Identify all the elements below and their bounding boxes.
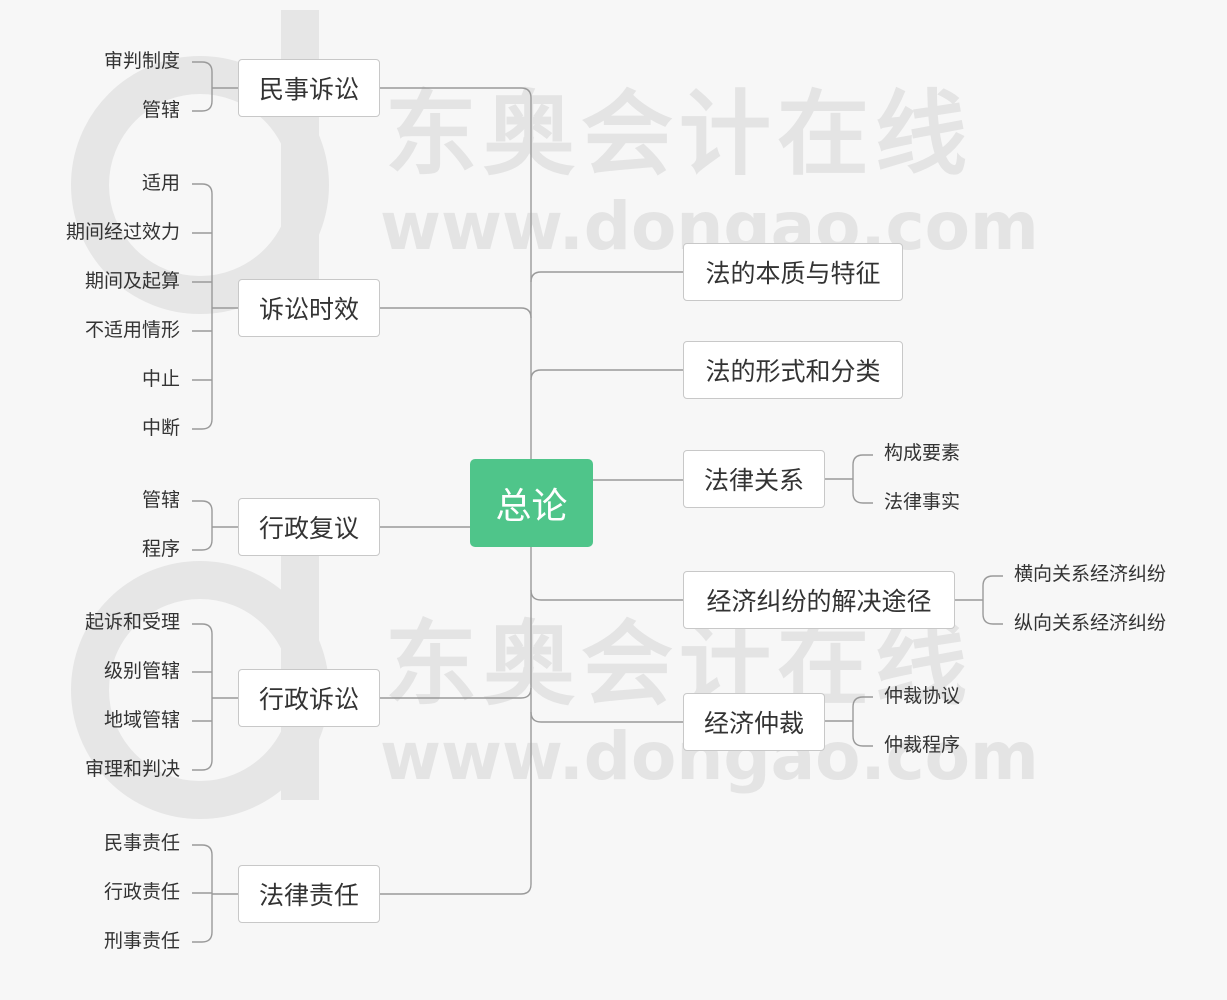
- node-xingzheng-fuyi[interactable]: 行政复议: [238, 498, 380, 556]
- node-falv-zeren[interactable]: 法律责任: [238, 865, 380, 923]
- bracket-jiufen: [982, 575, 1003, 625]
- link-xingshi: [530, 369, 683, 381]
- bracket-fuyi: [192, 500, 213, 551]
- leaf-xingzheng-0[interactable]: 起诉和受理: [84, 611, 180, 633]
- node-fa-xingshi[interactable]: 法的形式和分类: [683, 341, 903, 399]
- leaf-zeren-0[interactable]: 民事责任: [103, 832, 180, 854]
- link-minshi: [380, 87, 532, 99]
- node-jingji-jiufen[interactable]: 经济纠纷的解决途径: [683, 571, 955, 629]
- node-jingji-zhongcai[interactable]: 经济仲裁: [683, 693, 825, 751]
- leaf-shixiao-2[interactable]: 期间及起算: [84, 270, 180, 292]
- leaf-guanxi-0[interactable]: 构成要素: [884, 442, 961, 464]
- leaf-zhongcai-0[interactable]: 仲裁协议: [884, 685, 961, 707]
- node-fa-benzhi[interactable]: 法的本质与特征: [683, 243, 903, 301]
- node-minshi-susong[interactable]: 民事诉讼: [238, 59, 380, 117]
- node-xingzheng-susong[interactable]: 行政诉讼: [238, 669, 380, 727]
- link-zeren: [380, 883, 532, 895]
- bracket-shixiao: [192, 183, 213, 430]
- link-shixiao: [380, 307, 532, 319]
- leaf-fuyi-0[interactable]: 管辖: [141, 489, 180, 511]
- leaf-guanxi-1[interactable]: 法律事实: [884, 491, 961, 513]
- leaf-shixiao-3[interactable]: 不适用情形: [84, 319, 180, 341]
- leaf-xingzheng-1[interactable]: 级别管辖: [103, 660, 180, 682]
- leaf-zhongcai-1[interactable]: 仲裁程序: [884, 734, 961, 756]
- bracket-shixiao-ticks: [192, 232, 212, 381]
- node-falv-guanxi[interactable]: 法律关系: [683, 450, 825, 508]
- leaf-minshi-1[interactable]: 管辖: [141, 99, 180, 121]
- leaf-xingzheng-2[interactable]: 地域管辖: [103, 709, 180, 731]
- link-xingzheng: [380, 687, 532, 699]
- leaf-zeren-2[interactable]: 刑事责任: [103, 930, 180, 952]
- leaf-shixiao-5[interactable]: 中断: [141, 417, 180, 439]
- leaf-shixiao-1[interactable]: 期间经过效力: [65, 221, 180, 243]
- link-jiufen: [530, 589, 683, 601]
- bracket-guanxi: [852, 454, 873, 504]
- link-benzhi: [530, 271, 683, 283]
- root-node[interactable]: 总论: [470, 459, 593, 547]
- leaf-minshi-0[interactable]: 审判制度: [103, 50, 180, 72]
- leaf-zeren-1[interactable]: 行政责任: [103, 881, 180, 903]
- leaf-fuyi-1[interactable]: 程序: [141, 538, 180, 560]
- bracket-xingzheng-ticks: [192, 671, 212, 722]
- leaf-shixiao-4[interactable]: 中止: [141, 368, 180, 390]
- bracket-minshi: [192, 61, 213, 112]
- leaf-shixiao-0[interactable]: 适用: [141, 172, 180, 194]
- leaf-jiufen-1[interactable]: 纵向关系经济纠纷: [1014, 612, 1167, 634]
- bracket-zhongcai: [852, 696, 873, 747]
- node-susong-shixiao[interactable]: 诉讼时效: [238, 279, 380, 337]
- link-zhongcai: [530, 711, 683, 723]
- leaf-jiufen-0[interactable]: 横向关系经济纠纷: [1014, 563, 1167, 585]
- leaf-xingzheng-3[interactable]: 审理和判决: [84, 758, 180, 780]
- bracket-xingzheng: [192, 623, 213, 771]
